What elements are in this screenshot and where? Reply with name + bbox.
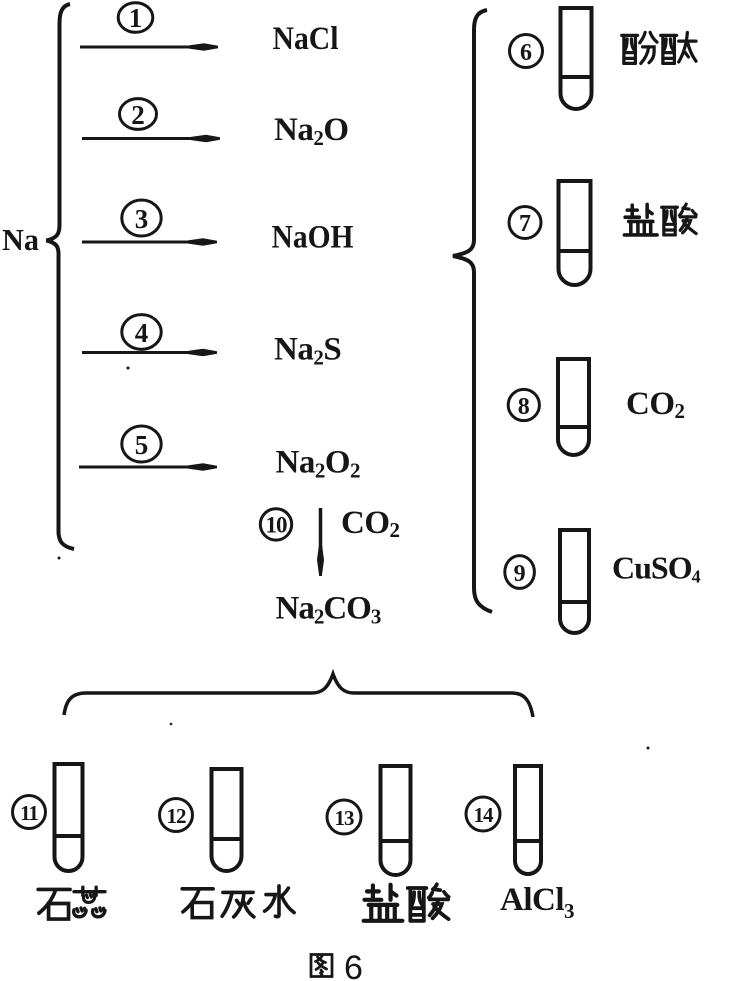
svg-text:14: 14: [474, 803, 495, 827]
svg-text:1: 1: [129, 3, 143, 33]
svg-text:Na2S: Na2S: [274, 332, 341, 370]
svg-text:6: 6: [520, 40, 532, 66]
svg-text:8: 8: [518, 394, 530, 420]
svg-text:Na2O: Na2O: [274, 112, 349, 150]
svg-text:Na2O2: Na2O2: [276, 445, 361, 483]
svg-text:CuSO4: CuSO4: [612, 550, 701, 587]
svg-text:2: 2: [131, 100, 145, 130]
svg-text:10: 10: [266, 513, 288, 538]
svg-text:NaOH: NaOH: [272, 220, 354, 256]
svg-text:13: 13: [335, 806, 355, 830]
svg-text:5: 5: [135, 430, 149, 460]
svg-text:6: 6: [344, 949, 363, 981]
svg-text:NaCl: NaCl: [273, 21, 339, 57]
svg-text:AlCl3: AlCl3: [500, 882, 574, 923]
svg-text:CO2: CO2: [341, 505, 400, 542]
svg-text:12: 12: [167, 804, 187, 828]
svg-text:4: 4: [135, 318, 149, 348]
svg-text:Na2CO3: Na2CO3: [276, 591, 381, 629]
svg-text:9: 9: [514, 561, 526, 587]
svg-text:Na: Na: [2, 222, 39, 257]
svg-text:11: 11: [20, 801, 38, 825]
svg-text:3: 3: [135, 204, 149, 234]
svg-text:7: 7: [519, 211, 531, 237]
svg-text:CO2: CO2: [626, 386, 685, 423]
